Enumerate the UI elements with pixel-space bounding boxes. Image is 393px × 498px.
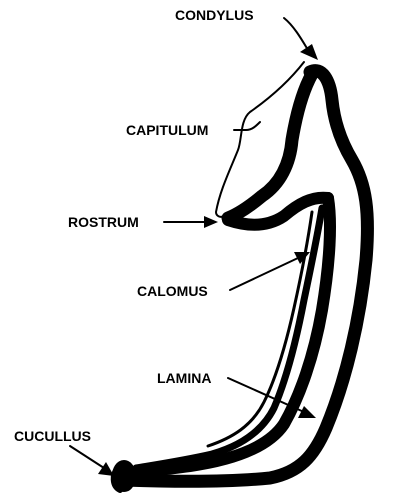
- cucullus-arrowhead: [98, 462, 114, 476]
- central-rib: [136, 208, 322, 468]
- label-condylus: CONDYLUS: [175, 7, 254, 23]
- capitulum-brace: [234, 122, 260, 130]
- label-capitulum: CAPITULUM: [126, 122, 208, 138]
- condylus-arrowhead: [300, 44, 318, 60]
- cucullus-pointer: [70, 446, 104, 468]
- label-cucullus: CUCULLUS: [14, 428, 91, 444]
- label-calomus: CALOMUS: [137, 283, 208, 299]
- rostrum-arrowhead: [204, 216, 218, 228]
- label-rostrum: ROSTRUM: [68, 214, 139, 230]
- condylus-pointer: [284, 18, 308, 50]
- calomus-pointer: [230, 258, 298, 290]
- lamina-arrowhead: [298, 406, 316, 418]
- label-lamina: LAMINA: [157, 370, 211, 386]
